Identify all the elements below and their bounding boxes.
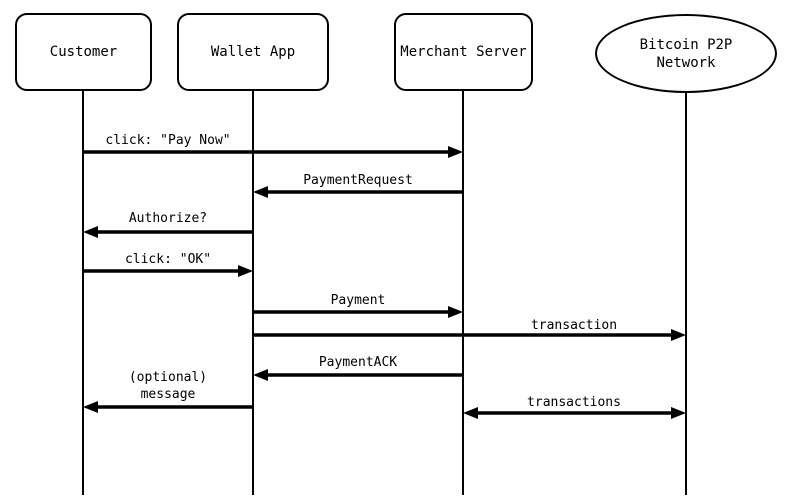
arrowhead-right	[238, 265, 253, 277]
participant-bitcoin-p2p-network-label: Bitcoin P2P Network	[639, 36, 733, 71]
message-arrow-transaction	[253, 329, 686, 341]
message-label-authorize: Authorize?	[128, 211, 208, 226]
arrowhead-right	[671, 329, 686, 341]
arrowhead-left	[83, 401, 98, 413]
message-arrow-optional-message	[83, 401, 253, 413]
message-label-payment: Payment	[330, 293, 386, 308]
participant-customer: Customer	[15, 13, 152, 91]
message-label-transaction: transaction	[530, 318, 618, 333]
message-arrow-payment-request	[253, 186, 463, 198]
message-label-click-pay-now: click: "Pay Now"	[105, 133, 231, 148]
message-arrow-click-pay-now	[83, 146, 463, 158]
message-label-payment-request: PaymentRequest	[303, 173, 413, 188]
arrowhead-right	[671, 407, 686, 419]
arrowhead-left	[253, 186, 268, 198]
message-arrow-click-ok	[83, 265, 253, 277]
participant-customer-label: Customer	[49, 44, 118, 60]
message-label-transactions: transactions	[527, 395, 621, 410]
arrowhead-left	[253, 369, 268, 381]
participant-bitcoin-p2p-network: Bitcoin P2P Network	[595, 14, 777, 93]
participant-merchant-server-label: Merchant Server	[400, 44, 527, 60]
arrowhead-left	[83, 226, 98, 238]
participant-wallet-app-label: Wallet App	[210, 44, 296, 60]
arrowhead-right	[448, 146, 463, 158]
arrowhead-right	[448, 306, 463, 318]
message-label-optional-message: (optional) message	[128, 370, 208, 402]
participant-wallet-app: Wallet App	[177, 13, 329, 91]
message-label-click-ok: click: "OK"	[124, 252, 212, 267]
arrowhead-left	[463, 407, 478, 419]
message-arrow-transactions	[463, 407, 686, 419]
message-arrow-authorize	[83, 226, 253, 238]
message-arrow-payment-ack	[253, 369, 463, 381]
participant-merchant-server: Merchant Server	[394, 13, 533, 91]
message-label-payment-ack: PaymentACK	[318, 355, 398, 370]
message-arrow-payment	[253, 306, 463, 318]
